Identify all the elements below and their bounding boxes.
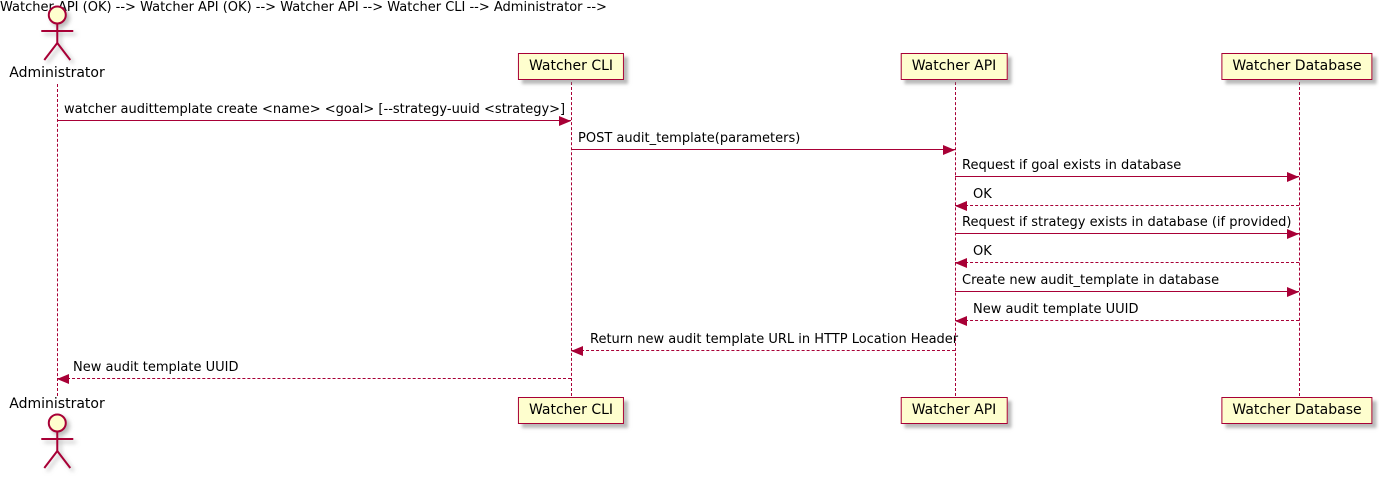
message-label: Request if goal exists in database [962,158,1182,173]
arrowhead-right [1287,228,1299,239]
message-line [571,350,955,351]
lifeline-watcher-api [955,82,956,396]
arrowhead-left [955,257,967,268]
participant-watcher-api-top: Watcher API [900,53,1008,80]
arrowhead-right [1287,286,1299,297]
message-label: Return new audit template URL in HTTP Lo… [590,332,959,347]
message-label: OK [973,187,992,202]
participant-watcher-api-bottom: Watcher API [900,397,1008,424]
arrowhead-right [1287,171,1299,182]
lifeline-watcher-cli [571,82,572,396]
actor-icon [41,5,73,61]
arrowhead-left [571,345,583,356]
message-line [955,291,1299,292]
message-label: OK [973,244,992,259]
actor-label: Administrator [9,65,105,81]
participant-watcher-cli-bottom: Watcher CLI [517,397,625,424]
message-line [955,233,1299,234]
message-label: POST audit_template(parameters) [578,131,801,146]
message-line [955,320,1299,321]
actor-icon [41,413,73,469]
lifeline-watcher-database [1299,82,1300,396]
arrowhead-left [955,200,967,211]
message-label: Create new audit_template in database [962,273,1220,288]
message-line [955,205,1299,206]
message-label: New audit template UUID [73,360,239,375]
message-line [57,378,571,379]
message-line [955,262,1299,263]
arrowhead-right [943,144,955,155]
message-label: Request if strategy exists in database (… [962,215,1292,230]
message-line [955,176,1299,177]
arrowhead-left [955,315,967,326]
arrowhead-right [559,115,571,126]
participant-watcher-database-bottom: Watcher Database [1221,397,1373,424]
participant-watcher-database-top: Watcher Database [1221,53,1373,80]
actor-label: Administrator [9,396,105,412]
message-label: watcher audittemplate create <name> <goa… [64,102,566,117]
message-line [571,149,955,150]
lifeline-administrator [57,84,58,396]
message-label: New audit template UUID [973,302,1139,317]
arrowhead-left [57,373,69,384]
participant-watcher-cli-top: Watcher CLI [517,53,625,80]
actor-administrator-top: Administrator [9,4,105,81]
actor-administrator-bottom: Administrator [9,395,105,472]
message-line [57,120,571,121]
